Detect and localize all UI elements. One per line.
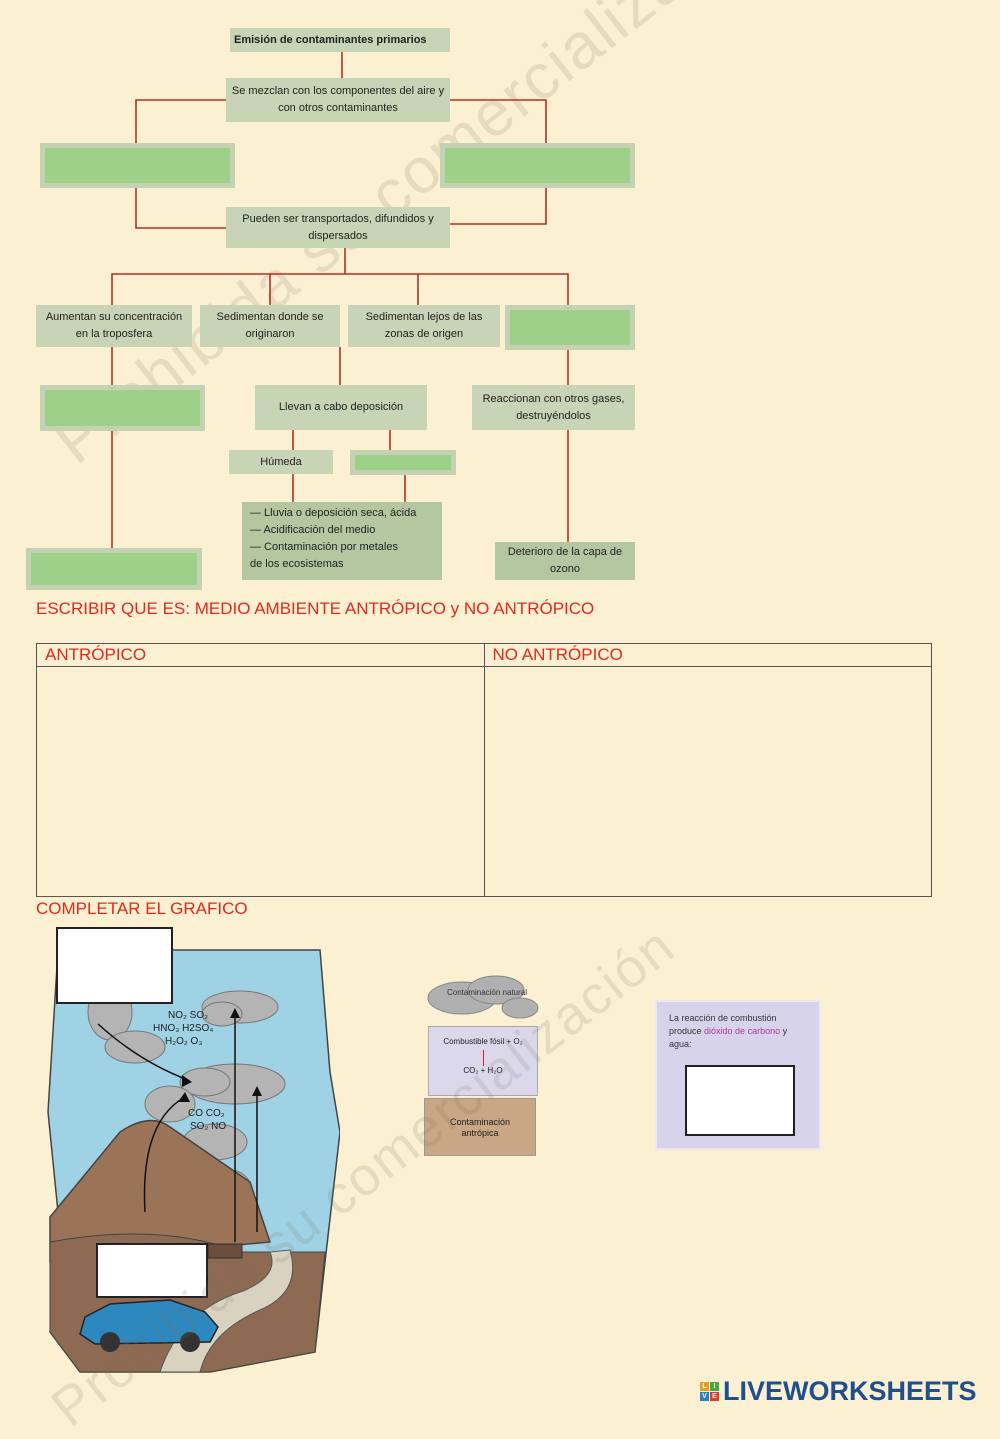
anthropic-table: ANTRÓPICO NO ANTRÓPICO — [36, 643, 932, 897]
answer-anthropic-cell[interactable] — [36, 666, 485, 897]
logo-text: LIVEWORKSHEETS — [723, 1376, 977, 1406]
col-non-anthropic-header: NO ANTRÓPICO — [483, 643, 932, 667]
fuel-panel: Combustible fósil + O₂ CO₂ + H₂O — [428, 1026, 538, 1096]
blank-answer-left-1[interactable] — [40, 143, 235, 188]
flow-mix: Se mezclan con los componentes del aire … — [226, 78, 450, 122]
flow-increase: Aumentan su concentración en la troposfe… — [36, 305, 192, 347]
effect-item: — Lluvia o deposición seca, ácida — [250, 507, 417, 519]
natural-label: Contaminación natural — [446, 988, 528, 997]
products-label: CO₂ + H₂O — [463, 1066, 503, 1075]
anthropic-label: Contaminación antrópica — [449, 1117, 511, 1138]
flow-ozone: Deterioro de la capa de ozono — [495, 542, 635, 580]
answer-box-ground[interactable] — [96, 1243, 208, 1298]
col-anthropic-header: ANTRÓPICO — [36, 643, 485, 667]
natural-anthropic-diagram: Contaminación natural Combustible fósil … — [424, 968, 540, 1158]
combustion-highlight: dióxido de carbono — [704, 1026, 781, 1036]
ground-panel: Contaminación antrópica — [424, 1098, 536, 1156]
smoke-cloud-icon — [427, 975, 539, 1019]
flow-emission: Emisión de contaminantes primarios — [230, 28, 450, 52]
answer-non-anthropic-cell[interactable] — [483, 666, 932, 897]
logo-letter: L — [700, 1382, 709, 1391]
effect-item: — Acidificación del medio — [250, 524, 376, 536]
combustion-text: La reacción de combustión produce dióxid… — [657, 1002, 819, 1051]
formulas-line-3: H₂O₂ O₃ — [165, 1036, 202, 1047]
flow-transport: Pueden ser transportados, difundidos y d… — [226, 207, 450, 248]
blank-answer-dry[interactable] — [350, 450, 456, 475]
answer-box-combustion[interactable] — [685, 1065, 795, 1136]
logo-letter: V — [700, 1392, 709, 1401]
gases-line-2: SO₂ NO — [190, 1121, 226, 1132]
logo-mark-icon: L I V E — [700, 1382, 719, 1401]
flow-sediment-origin: Sedimentan donde se originaron — [200, 305, 340, 347]
blank-answer-left-3[interactable] — [26, 548, 202, 590]
blank-answer-right-2[interactable] — [505, 305, 635, 350]
logo-letter: I — [710, 1382, 719, 1391]
down-arrow-icon — [482, 1050, 484, 1066]
flow-sediment-far: Sedimentan lejos de las zonas de origen — [348, 305, 500, 347]
section-title-anthropic: ESCRIBIR QUE ES: MEDIO AMBIENTE ANTRÓPIC… — [36, 599, 595, 618]
effect-item: — Contaminación por metales — [250, 541, 398, 553]
answer-box-sky[interactable] — [56, 927, 173, 1004]
combustion-text-b: y agua: — [669, 1026, 788, 1049]
flow-effects-list: — Lluvia o deposición seca, ácida — Acid… — [242, 502, 442, 580]
blank-answer-right-1[interactable] — [440, 143, 635, 188]
gases-line-1: CO CO₂ — [188, 1108, 225, 1119]
blank-answer-left-2[interactable] — [40, 385, 205, 431]
section-title-graphic: COMPLETAR EL GRAFICO — [36, 899, 248, 918]
combustion-text-a: La reacción de combustión produce — [669, 1013, 777, 1036]
formulas-line-2: HNO₃ H2SO₄ — [153, 1023, 213, 1034]
fuel-label: Combustible fósil + O₂ — [443, 1037, 523, 1046]
formulas-line-1: NO₂ SO₂ — [168, 1010, 208, 1021]
logo-letter: E — [710, 1392, 719, 1401]
flow-wet: Húmeda — [229, 450, 333, 474]
liveworksheets-logo: L I V E LIVEWORKSHEETS — [700, 1376, 977, 1407]
flow-react: Reaccionan con otros gases, destruyéndol… — [472, 385, 635, 430]
flow-deposition: Llevan a cabo deposición — [255, 385, 427, 430]
effect-item: de los ecosistemas — [250, 558, 344, 570]
